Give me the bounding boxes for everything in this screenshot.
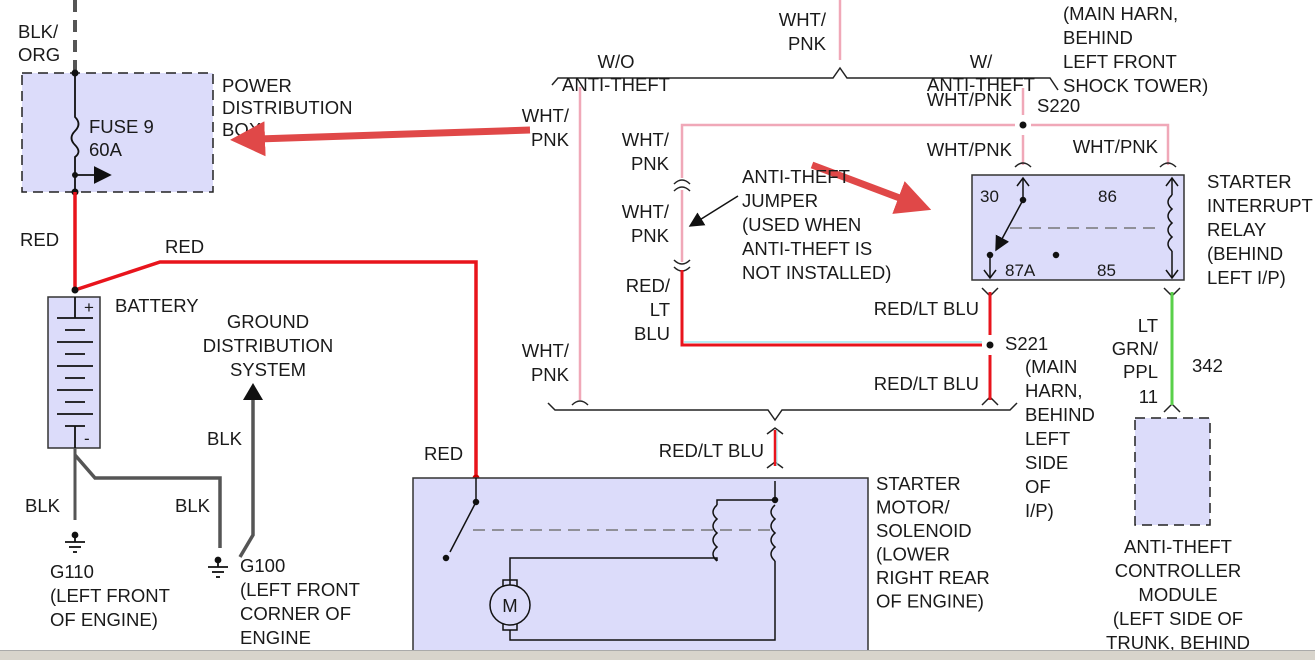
- pin-85: 85: [1097, 261, 1116, 280]
- wire-label-wht-pnk: WHT/PNK: [779, 9, 827, 54]
- pin-30: 30: [980, 187, 999, 206]
- circuit-number: 342: [1192, 355, 1223, 376]
- battery: [47, 296, 101, 449]
- wire-label-wht-pnk: WHT/PNK: [927, 139, 1013, 160]
- starter-motor-solenoid: [412, 477, 869, 659]
- wire-label-wht-pnk: WHT/PNK: [927, 89, 1013, 110]
- ground-distribution-wire: [238, 400, 255, 558]
- option-bracket: [547, 402, 1018, 422]
- pin-87a: 87A: [1005, 261, 1036, 280]
- positive-terminal-icon: +: [84, 298, 94, 317]
- red-wire-battery: [73, 192, 478, 478]
- wire-label-wht-pnk: WHT/PNK: [522, 340, 570, 385]
- w-anti-theft-label: W/ANTI-THEFT: [927, 51, 1035, 95]
- wire-label-red: RED: [165, 236, 204, 257]
- motor-icon: M: [489, 579, 531, 631]
- option-bracket: [551, 66, 1059, 91]
- wire-label-blk: BLK: [207, 428, 243, 449]
- solenoid-icon: [442, 478, 779, 641]
- anti-theft-controller-module: [1134, 417, 1211, 526]
- pin-86: 86: [1098, 187, 1117, 206]
- ground-icon: [208, 556, 228, 578]
- arrow-up-icon: [243, 383, 263, 400]
- s220-label: S220: [1037, 95, 1080, 116]
- wire-label-blk-org: BLK/ORG: [18, 21, 60, 65]
- wht-pnk-wire: [1031, 123, 1170, 165]
- fuse-icon: [70, 73, 80, 192]
- power-distribution-box: [21, 72, 214, 193]
- wire-label-wht-pnk: WHT/PNK: [622, 201, 670, 246]
- annotation-arrow-right: [810, 161, 932, 214]
- wire-label-red: RED: [424, 443, 463, 464]
- pointer-arrow-icon: [688, 195, 739, 227]
- ground-wire-g100: [73, 453, 222, 548]
- negative-terminal-icon: -: [84, 429, 90, 448]
- wire-label-red: RED: [20, 229, 59, 250]
- taskbar: [0, 650, 1315, 660]
- ground-icon: [65, 531, 85, 553]
- wire-label-wht-pnk: WHT/PNK: [622, 129, 670, 174]
- annotation-arrow-left: [230, 121, 531, 157]
- battery-cells-icon: [57, 297, 93, 448]
- wire-label-wht-pnk: WHT/PNK: [522, 105, 570, 150]
- wire-label-wht-pnk: WHT/PNK: [1073, 136, 1159, 157]
- relay-coil-icon: [1165, 176, 1179, 280]
- wht-pnk-wire: [680, 123, 1015, 178]
- wire-label-blk: BLK: [25, 495, 61, 516]
- wire-label-red-lt-blu: RED/LT BLU: [874, 373, 979, 394]
- red-lt-blu-wire: [680, 270, 982, 347]
- splice-s220: [1019, 121, 1027, 129]
- svg-text:M: M: [502, 595, 517, 616]
- wire-label-red-lt-blu: RED/LT BLU: [874, 298, 979, 319]
- s221-label: S221: [1005, 333, 1048, 354]
- battery-label: BATTERY: [115, 295, 199, 316]
- splice-s221: [986, 341, 994, 349]
- wire-label-red-lt-blu: RED/LT BLU: [659, 440, 764, 461]
- wire-label-blk: BLK: [175, 495, 211, 516]
- relay-switch-icon: [983, 176, 1160, 280]
